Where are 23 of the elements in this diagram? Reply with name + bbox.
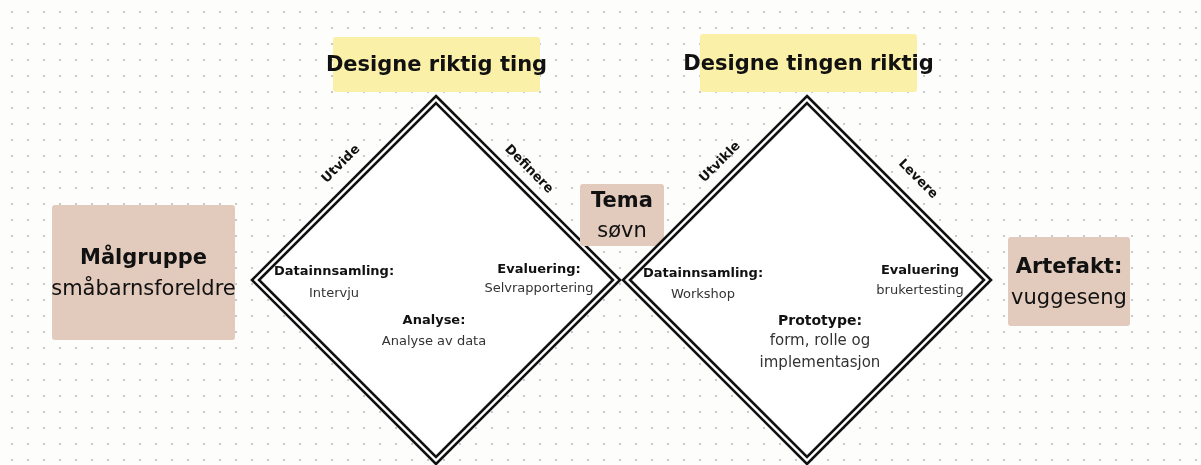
method-title: Datainnsamling:	[642, 263, 764, 282]
method-title: Evaluering:	[497, 259, 581, 278]
subheading: søvn	[597, 217, 647, 244]
method-title: Evaluering	[880, 260, 960, 279]
paper-patch	[1008, 237, 1130, 326]
subheading: vuggeseng	[1011, 283, 1127, 311]
method-text: brukertesting	[876, 280, 964, 299]
method-text: Analyse av data	[381, 331, 487, 350]
heading: Målgruppe	[80, 243, 207, 272]
subheading: småbarnsforeldre	[51, 274, 236, 302]
heading: Designe riktig ting	[325, 51, 548, 79]
method-title: Analyse:	[402, 310, 466, 329]
method-text: form, rolle og implementasjon	[758, 330, 882, 373]
method-title: Datainnsamling:	[273, 261, 395, 280]
paper-patch	[580, 184, 664, 246]
heading: Designe tingen riktig	[683, 49, 934, 77]
method-text: Intervju	[308, 283, 360, 302]
heading: Artefakt:	[1015, 253, 1123, 281]
method-title: Prototype:	[778, 310, 862, 330]
paper-patch	[52, 205, 235, 340]
method-text: Selvrapportering	[484, 278, 594, 297]
method-text: Workshop	[670, 284, 736, 303]
heading: Tema	[591, 186, 653, 214]
